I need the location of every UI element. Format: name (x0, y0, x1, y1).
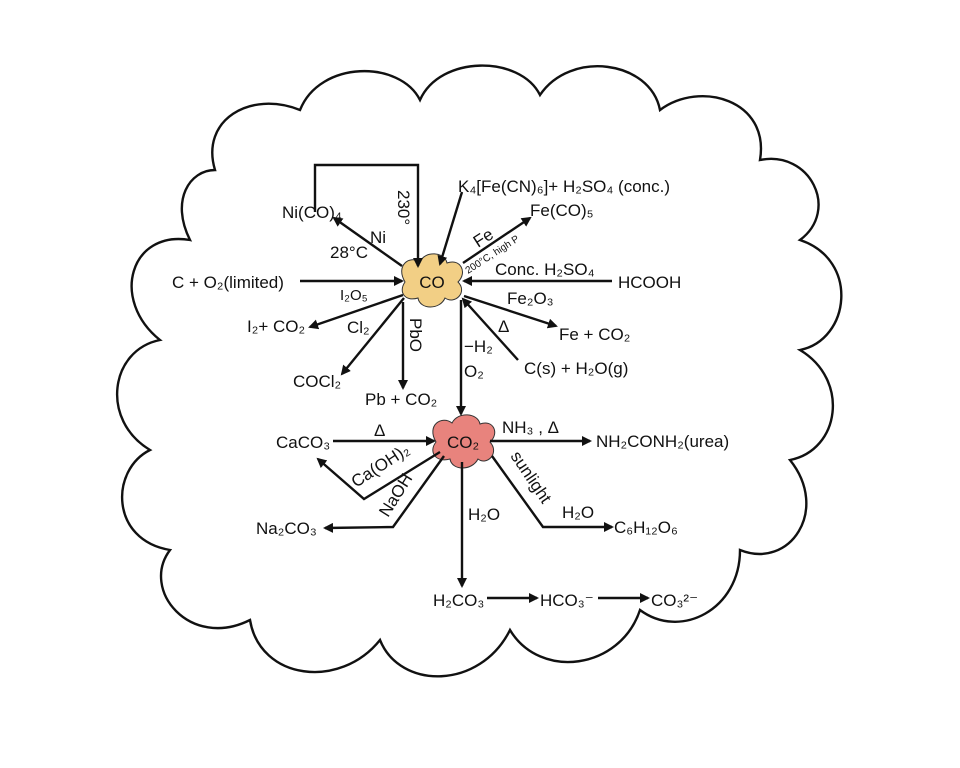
carbon-source-label: C + O₂(limited) (172, 273, 284, 292)
oxidation-reagent-label: O₂ (464, 362, 484, 381)
i2o5-label: I₂O₅ (340, 287, 368, 304)
formic-acid-label: HCOOH (618, 273, 681, 292)
ni-reverse-temp-label: 230° (394, 190, 413, 225)
bicarbonate-label: HCO₃⁻ (540, 591, 594, 610)
caco3-heat-label: Δ (374, 421, 385, 440)
sunlight-label: sunlight (507, 448, 556, 507)
na2co3-label: Na₂CO₃ (256, 519, 317, 538)
ni-reagent-label: Ni (370, 228, 386, 247)
co-label: CO (419, 273, 445, 292)
ferrocyanide-label: K₄[Fe(CN)₆]+ H₂SO₄ (conc.) (458, 177, 670, 196)
co2-arrows (316, 436, 650, 603)
urea-label: NH₂CONH₂(urea) (596, 432, 729, 451)
phosgene-label: COCl₂ (293, 372, 341, 391)
fe2o3-label: Fe₂O₃ (507, 289, 554, 308)
fe2o3-product-label: Fe + CO₂ (559, 325, 630, 344)
i2o5-product-label: I₂+ CO₂ (247, 317, 305, 336)
water-gas-heat-label: Δ (498, 317, 509, 336)
formic-reagent-label: Conc. H₂SO₄ (495, 260, 595, 279)
carbonate-label: CO₃²⁻ (651, 591, 698, 610)
cloud-outline (116, 64, 843, 678)
ni-temp-label: 28°C (330, 243, 368, 262)
co-node: CO (401, 253, 463, 308)
co-arrows (300, 163, 612, 416)
photo-water-label: H₂O (562, 503, 594, 522)
water-reagent-label: H₂O (468, 505, 500, 524)
naoh-label: NaOH (375, 470, 416, 520)
glucose-label: C₆H₁₂O₆ (614, 518, 678, 537)
urea-reagent-label: NH₃ , Δ (502, 418, 559, 437)
pbo-label: PbO (406, 318, 425, 352)
fe-carbonyl-label: Fe(CO)₅ (530, 201, 594, 220)
pbo-product-label: Pb + CO₂ (365, 390, 437, 409)
carbonic-acid-label: H₂CO₃ (433, 591, 484, 610)
water-gas-source-label: C(s) + H₂O(g) (524, 359, 628, 378)
water-gas-byproduct-label: −H₂ (464, 337, 493, 356)
co2-label: CO₂ (447, 433, 479, 452)
caco3-label: CaCO₃ (276, 433, 330, 452)
ni-carbonyl-label: Ni(CO)₄ (282, 203, 342, 222)
cl2-label: Cl₂ (347, 318, 370, 337)
co2-node: CO₂ (432, 414, 496, 469)
